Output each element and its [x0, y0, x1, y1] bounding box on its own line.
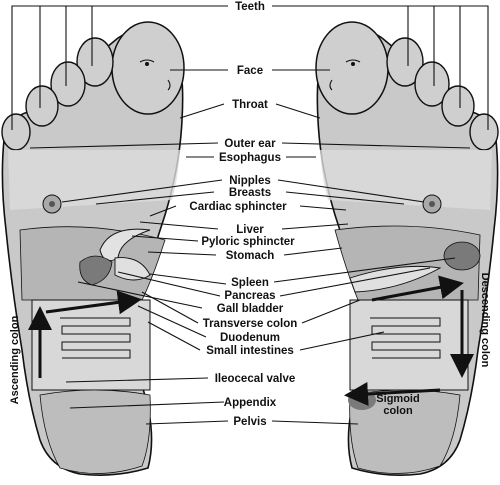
label-breasts: Breasts — [229, 187, 271, 199]
label-duodenum: Duodenum — [220, 332, 280, 344]
right-face-nose — [329, 79, 333, 91]
right-face-eye — [345, 59, 361, 63]
center-labels: Teeth Face Throat Outer ear Esophagus Ni… — [189, 1, 297, 428]
right-small-intestines — [370, 317, 441, 359]
right-toe-3 — [414, 61, 450, 107]
label-nipples: Nipples — [229, 175, 271, 187]
label-transverse-colon: Transverse colon — [203, 318, 298, 330]
label-pancreas: Pancreas — [224, 290, 275, 302]
label-sigmoid-colon-line2: colon — [383, 405, 413, 417]
left-small-intestines — [60, 317, 131, 359]
label-ileocecal-valve: Ileocecal valve — [215, 373, 296, 385]
left-pancreas-leaf — [114, 257, 151, 281]
right-toe-2 — [386, 37, 424, 87]
label-esophagus: Esophagus — [219, 152, 281, 164]
left-pelvis-zone — [39, 389, 151, 474]
label-cardiac-sphincter: Cardiac sphincter — [189, 201, 287, 213]
label-sigmoid-colon-line1: Sigmoid — [376, 393, 419, 405]
left-chest-zone — [8, 150, 180, 210]
label-appendix: Appendix — [224, 397, 277, 409]
right-spleen-dark — [443, 241, 481, 271]
left-toe-3 — [50, 61, 86, 107]
label-liver: Liver — [236, 224, 264, 236]
left-toe-4 — [25, 85, 59, 127]
leader-lines — [11, 5, 489, 425]
label-throat: Throat — [232, 99, 268, 111]
right-big-toe — [315, 21, 389, 115]
left-face-eye — [139, 59, 155, 63]
label-ascending-colon: Ascending colon — [9, 315, 21, 404]
left-face-nose — [167, 79, 171, 91]
label-gall-bladder: Gall bladder — [217, 303, 284, 315]
right-sigmoid-arrow — [344, 382, 441, 406]
left-big-toe — [111, 21, 185, 115]
right-toe-5 — [469, 113, 499, 151]
right-toe-4 — [441, 85, 475, 127]
right-pancreas-leaf — [349, 265, 442, 293]
left-dark-organ — [79, 255, 113, 286]
label-stomach: Stomach — [226, 250, 275, 262]
label-teeth: Teeth — [235, 1, 265, 13]
left-transverse-arrow — [45, 290, 142, 315]
right-transverse-arrow — [371, 275, 464, 302]
label-outer-ear: Outer ear — [224, 138, 276, 150]
right-colon-frame — [349, 299, 469, 391]
label-small-intestines: Small intestines — [206, 345, 294, 357]
label-descending-colon: Descending colon — [479, 273, 491, 368]
left-toe-5 — [1, 113, 31, 151]
left-toe-2 — [76, 37, 114, 87]
left-foot — [1, 21, 185, 476]
label-pelvis: Pelvis — [233, 416, 266, 428]
label-face: Face — [237, 65, 263, 77]
label-spleen: Spleen — [231, 277, 269, 289]
label-pyloric-sphincter: Pyloric sphincter — [201, 236, 295, 248]
left-colon-frame — [31, 299, 151, 391]
right-chest-zone — [320, 150, 492, 210]
right-foot — [315, 21, 499, 476]
